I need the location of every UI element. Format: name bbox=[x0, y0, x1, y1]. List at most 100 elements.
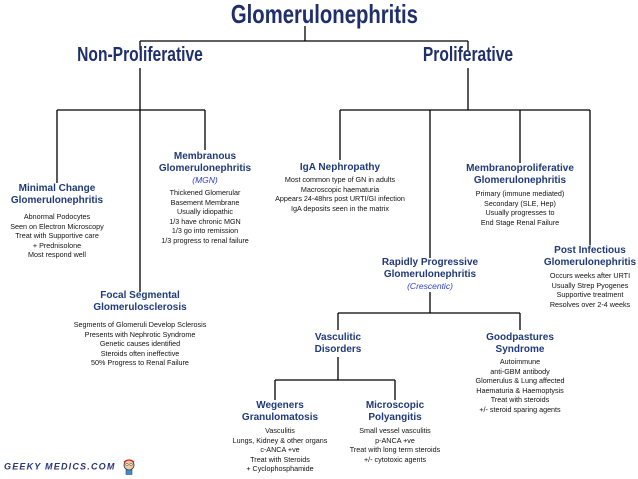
node-detail-line: Haematuria & Haemoptysis bbox=[476, 385, 564, 395]
node-detail-line: Small vessel vasculitis bbox=[359, 426, 431, 435]
node-detail-line: Abnormal Podocytes bbox=[23, 212, 91, 221]
node-title-line: Glomerulonephritis bbox=[473, 175, 567, 186]
node-detail-line: Occurs weeks after URTI bbox=[549, 271, 631, 280]
node-detail-line: Treat with long term steroids bbox=[349, 445, 441, 455]
node-detail-line: Presents with Nephrotic Syndrome bbox=[84, 329, 196, 339]
node-title-line: Glomerulonephritis bbox=[383, 269, 477, 280]
node-detail-line: Usually idiopathic bbox=[177, 207, 233, 217]
node-subtitle: (Crescentic) bbox=[407, 281, 453, 291]
node-title: IgA Nephropathy bbox=[270, 162, 410, 174]
node-title-line: Post Infectious bbox=[554, 245, 626, 256]
node-title-line: Granulomatosis bbox=[241, 412, 319, 423]
node-detail-line: anti-GBM antibody bbox=[490, 366, 550, 376]
node-title-line: Polyangitis bbox=[368, 412, 422, 423]
node-detail-line: Treat with Supportive care bbox=[15, 231, 99, 241]
node-detail-line: 1/3 go into remission bbox=[171, 226, 239, 236]
node-subtitle: (MGN) bbox=[192, 175, 218, 185]
node-detail-line: Macroscopic haematuria bbox=[300, 184, 380, 194]
label-text: GEEKY MEDICS.COM bbox=[4, 461, 116, 472]
node-title-line: Membranoproliferative bbox=[466, 163, 574, 174]
connector-non-proliferative bbox=[56, 68, 206, 292]
connector-vasculitic bbox=[274, 357, 396, 400]
node-detail-line: Steroids often ineffective bbox=[100, 348, 180, 358]
node-detail-line: Glomerulus & Lung affected bbox=[475, 376, 565, 386]
main-title: Glomerulonephritis bbox=[230, 0, 418, 29]
node-title-line: Syndrome bbox=[495, 344, 545, 355]
node-detail-line: Seen on Electron Microscopy bbox=[10, 221, 104, 231]
node-detail-line: 1/3 progress to renal failure bbox=[161, 235, 249, 245]
node-detail-line: Appears 24-48hrs post URTI/GI infection bbox=[275, 194, 405, 204]
node-detail-line: p-ANCA +ve bbox=[375, 435, 415, 445]
node-detail-line: Thickened Glomerular bbox=[169, 188, 241, 197]
node-details: Primary (immune mediated)Secondary (SLE,… bbox=[455, 189, 585, 227]
node-title-line: Wegeners bbox=[256, 400, 304, 411]
mascot-icon bbox=[123, 459, 135, 475]
node-detail-line: Vasculitis bbox=[265, 426, 295, 435]
node-detail-line: IgA deposits seen in the matrix bbox=[291, 203, 389, 213]
node-detail-line: Basement Membrane bbox=[170, 197, 240, 207]
node-detail-line: Supportive treatment bbox=[556, 290, 624, 300]
node-detail-line: Secondary (SLE, Hep) bbox=[484, 198, 556, 208]
node-detail-line: 1/3 have chronic MGN bbox=[169, 216, 241, 226]
node-detail-line: 50% Progress to Renal Failure bbox=[91, 358, 189, 368]
non-proliferative-heading: Non-Proliferative bbox=[77, 44, 203, 66]
node-detail-line: Primary (immune mediated) bbox=[475, 189, 565, 198]
node-detail-line: Autoimmune bbox=[499, 357, 541, 366]
connector-rapidly-progressive bbox=[337, 292, 521, 330]
geeky-medics-logo: GEEKY MEDICS.COM bbox=[4, 459, 138, 475]
node-detail-line: +/- steroid sparing agents bbox=[479, 404, 561, 414]
connector-proliferative bbox=[339, 68, 591, 258]
node-title-line: Glomerulonephritis bbox=[158, 163, 252, 174]
node-title-line: Focal Segmental bbox=[100, 290, 180, 301]
node-detail-line: c-ANCA +ve bbox=[260, 445, 300, 455]
node-title-line: Goodpastures bbox=[486, 332, 554, 343]
proliferative-heading: Proliferative bbox=[422, 44, 514, 66]
node-detail-line: Lungs, Kidney & other organs bbox=[232, 435, 328, 445]
node-detail-line: +/- cytotoxic agents bbox=[363, 454, 427, 464]
node-title-line: Minimal Change bbox=[18, 183, 96, 194]
node-title-line: IgA Nephropathy bbox=[299, 162, 381, 173]
node-detail-line: Usually Strep Pyogenes bbox=[551, 280, 629, 290]
node-detail-line: + Prednisolone bbox=[32, 240, 82, 250]
node-title-line: Glomerulonephritis bbox=[543, 257, 637, 268]
node-title-line: Disorders bbox=[314, 344, 362, 355]
node-detail-line: Treat with Steroids bbox=[250, 454, 310, 464]
node-title-line: Glomerulonephritis bbox=[10, 195, 104, 206]
node-title-line: Vasculitic bbox=[314, 332, 362, 343]
node-title-line: Microscopic bbox=[365, 400, 425, 411]
node-detail-line: Resolves over 2-4 weeks bbox=[549, 299, 631, 309]
node-detail-line: End Stage Renal Failure bbox=[480, 217, 560, 227]
node-title-line: Membranous bbox=[173, 151, 237, 162]
node-detail-line: Genetic causes identified bbox=[99, 339, 181, 349]
node-detail-line: Most common type of GN in adults bbox=[284, 175, 396, 184]
node-detail-line: Usually progresses to bbox=[485, 208, 555, 218]
connector-root bbox=[139, 26, 469, 50]
